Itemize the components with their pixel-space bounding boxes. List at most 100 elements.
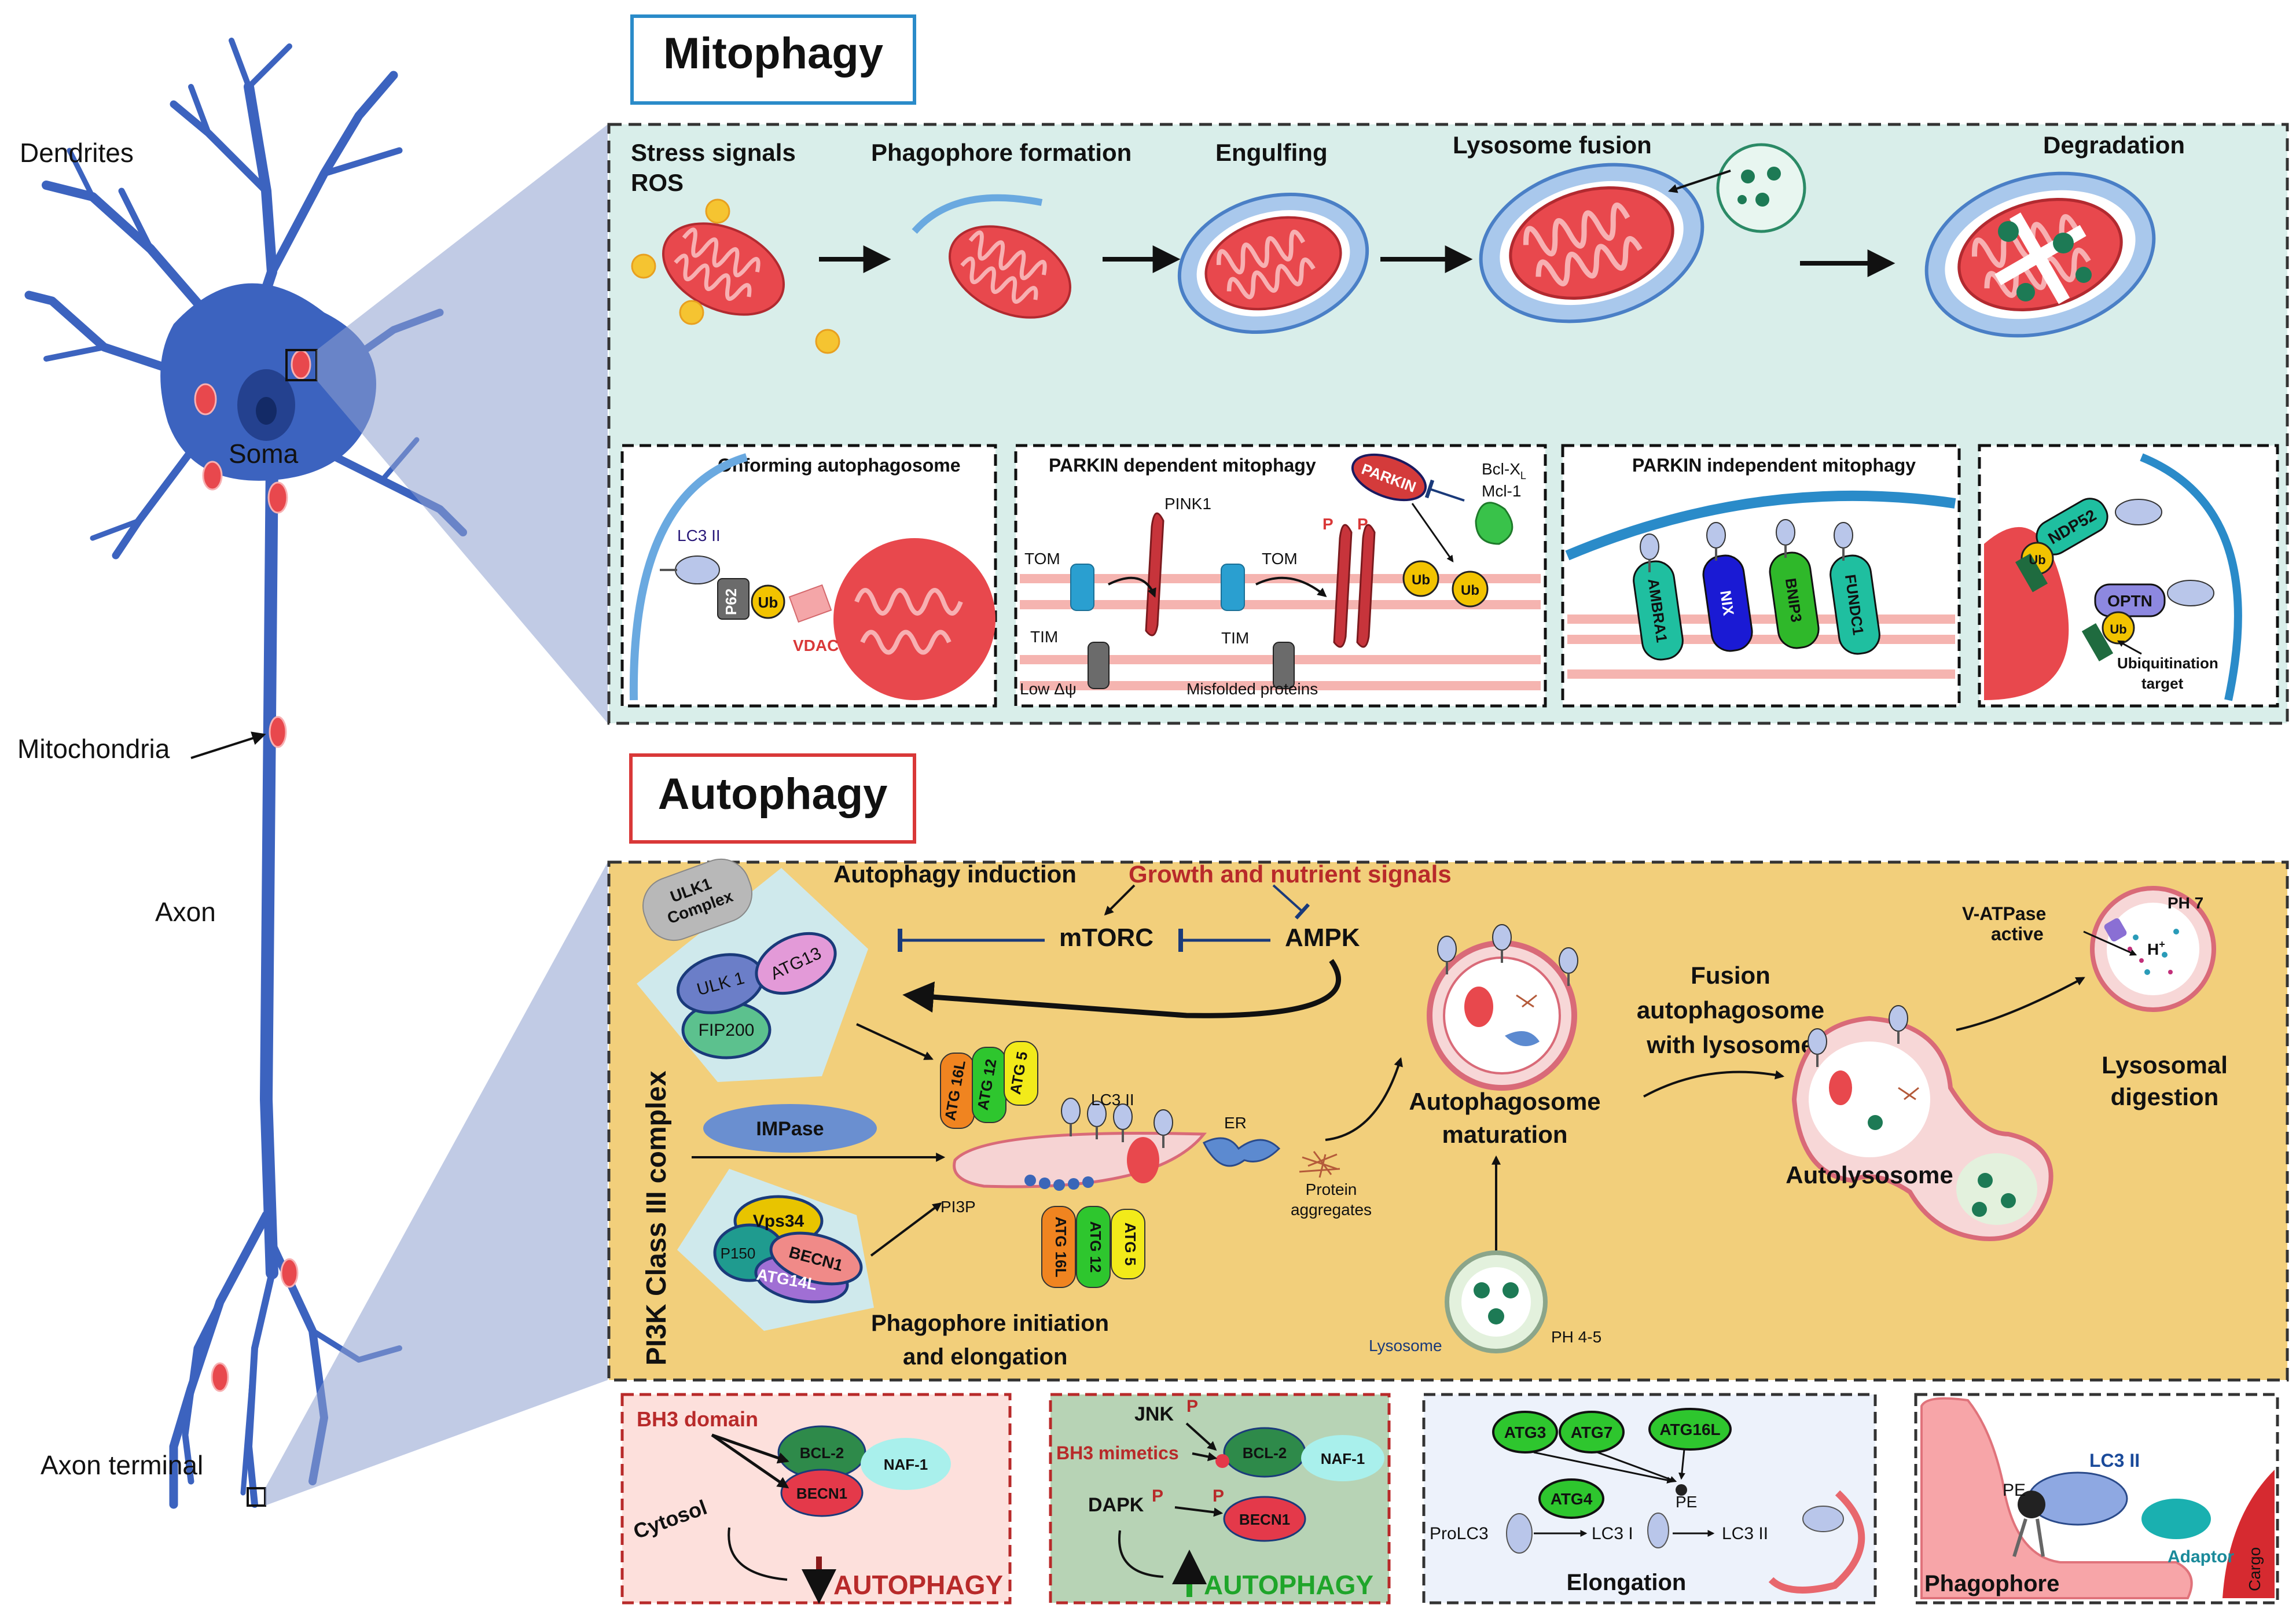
p4-phagophore: Phagophore [1924, 1571, 2059, 1596]
p2-bh3m: BH3 mimetics [1056, 1443, 1179, 1463]
p2-naf1: NAF-1 [1321, 1450, 1365, 1467]
vps34: Vps34 [753, 1212, 804, 1231]
fusion-2: autophagosome [1637, 996, 1824, 1024]
subpanel-onforming-autophagosome: Onforming autophagosome LC3 II P62 Ub VD… [620, 444, 997, 708]
panel2-tom-a: TOM [1024, 550, 1060, 568]
lysosome-small [1716, 143, 1806, 233]
p3-atg4: ATG4 [1551, 1490, 1593, 1508]
bh3-domain: BH3 domain [637, 1407, 758, 1431]
p1-naf1: NAF-1 [884, 1456, 928, 1473]
label-axon-terminal: Axon terminal [41, 1450, 203, 1480]
panel2-title: PARKIN dependent mitophagy [1049, 455, 1316, 476]
aggr-1: Protein [1306, 1180, 1357, 1198]
panel2-tim-a: TIM [1030, 628, 1058, 646]
autophagy-title-box: Autophagy [629, 753, 916, 844]
mtorc: mTORC [1059, 923, 1153, 952]
p150: P150 [721, 1245, 756, 1262]
autophagy-title: Autophagy [658, 770, 888, 819]
ros-bursts [631, 198, 840, 354]
fip200: FIP200 [699, 1021, 755, 1040]
mitophagy-title: Mitophagy [663, 29, 883, 78]
stage-lysosome-fusion: Lysosome fusion [1453, 131, 1652, 159]
panel2-low-dpsi: Low Δψ [1020, 680, 1077, 698]
init-2: and elongation [903, 1344, 1067, 1370]
panel2-p-b: P [1357, 515, 1368, 533]
panel2-ub-a: Ub [1412, 572, 1430, 588]
mitophagy-zoom-wedge [317, 124, 608, 723]
p3-label: Elongation [1567, 1570, 1687, 1595]
p2-p-c: P [1213, 1486, 1224, 1506]
p4-cargo: Cargo [2246, 1547, 2264, 1591]
p3-lc3ii: LC3 II [1722, 1524, 1768, 1543]
panel1-lc3: LC3 II [677, 527, 721, 544]
p3-atg16l: ATG16L [1659, 1421, 1720, 1438]
atg12-bottom: ATG 12 [1087, 1221, 1104, 1272]
p3-prolc3: ProLC3 [1430, 1524, 1489, 1543]
lc3-label: LC3 II [1091, 1091, 1134, 1109]
ph7-label: PH 7 [2168, 894, 2203, 912]
pi3k-label: PI3K Class III complex [641, 1070, 672, 1366]
label-dendrites: Dendrites [20, 138, 134, 168]
bottom-panel-activation: JNK P BCL-2 NAF-1 BECN1 BH3 mimetics DAP… [1049, 1393, 1391, 1605]
growth-signals: Growth and nutrient signals [1129, 860, 1452, 888]
hplus-label: H+ [2147, 939, 2165, 958]
panel1-vdac: VDAC [793, 636, 839, 654]
panel2-tim-b: TIM [1221, 629, 1249, 647]
bottom-panel-cargo: PE LC3 II Adaptor Cargo Phagophore [1914, 1393, 2279, 1605]
autophagy-induction: Autophagy induction [833, 860, 1077, 888]
label-mitochondria: Mitochondria [17, 734, 170, 764]
panel4-ub-a: Ub [2029, 553, 2045, 567]
label-axon: Axon [155, 897, 216, 927]
bottom-panel-elongation: ATG3 ATG7 ATG16L ATG4 PE ProLC3 LC3 I LC… [1422, 1393, 1877, 1605]
receptor-1: NIX [1717, 590, 1737, 617]
mitophagy-title-box: Mitophagy [630, 14, 916, 105]
panel4-ubiq-1: Ubiquitination [2117, 654, 2218, 672]
p2-p-b: P [1152, 1486, 1163, 1506]
bottom-panel-inhibition: BH3 domain BCL-2 NAF-1 BECN1 Cytosol AUT… [620, 1393, 1012, 1605]
p2-bcl2: BCL-2 [1243, 1444, 1287, 1462]
vatpase-2: active [1991, 923, 2044, 944]
panel1-title: Onforming autophagosome [718, 455, 961, 476]
p2-dapk: DAPK [1088, 1494, 1144, 1516]
panel4-optn: OPTN [2107, 592, 2152, 610]
maturation-1: Autophagosome [1409, 1088, 1600, 1115]
subpanel-parkin-dependent: PARKIN dependent mitophagy PINK1 PARKIN … [1014, 444, 1547, 708]
init-1: Phagophore initiation [871, 1311, 1109, 1336]
p2-result: AUTOPHAGY [1204, 1570, 1373, 1600]
panel4-ub-b: Ub [2110, 622, 2126, 636]
panel2-bclxl: Bcl-XL [1482, 460, 1526, 481]
panel2-ub-b: Ub [1461, 583, 1479, 598]
digestion-1: Lysosomal [2102, 1051, 2228, 1079]
autolysosome-label: Autolysosome [1786, 1161, 1953, 1189]
panel2-misfolded: Misfolded proteins [1186, 680, 1318, 698]
atg16l-bottom: ATG 16L [1052, 1217, 1070, 1278]
vatpase-1: V-ATPase [1962, 903, 2046, 924]
p2-becn1: BECN1 [1239, 1511, 1290, 1528]
p2-p-a: P [1186, 1397, 1198, 1416]
stage-engulfing: Engulfing [1215, 139, 1328, 166]
neuron: Dendrites Soma Mitochondria Axon Axon te… [17, 38, 608, 1509]
lysosome-label: Lysosome [1369, 1337, 1442, 1355]
fusion-3: with lysosome [1646, 1031, 1814, 1058]
subpanel-ubiquitination: NDP52 OPTN Ub Ub Ubiquitination target [1978, 444, 2279, 708]
ampk: AMPK [1285, 923, 1360, 952]
stage-phagophore: Phagophore formation [871, 139, 1132, 166]
p1-becn1: BECN1 [796, 1485, 847, 1502]
stage-degradation: Degradation [2043, 131, 2185, 159]
digestion-2: digestion [2111, 1083, 2219, 1110]
p3-atg3: ATG3 [1504, 1423, 1546, 1441]
ph45-label: PH 4-5 [1551, 1328, 1601, 1346]
panel2-tom-b: TOM [1262, 550, 1298, 568]
stage-ros: ROS [631, 169, 684, 196]
panel3-title: PARKIN independent mitophagy [1632, 455, 1916, 476]
p4-pe: PE [2003, 1481, 2026, 1500]
er-label: ER [1224, 1114, 1247, 1132]
panel2-p-a: P [1323, 515, 1333, 533]
impase: IMPase [756, 1118, 824, 1140]
atg5-bottom: ATG 5 [1122, 1223, 1139, 1266]
panel1-ub: Ub [758, 594, 778, 611]
p1-bcl2: BCL-2 [800, 1444, 844, 1462]
p1-result: AUTOPHAGY [833, 1570, 1003, 1600]
label-soma: Soma [229, 439, 299, 469]
